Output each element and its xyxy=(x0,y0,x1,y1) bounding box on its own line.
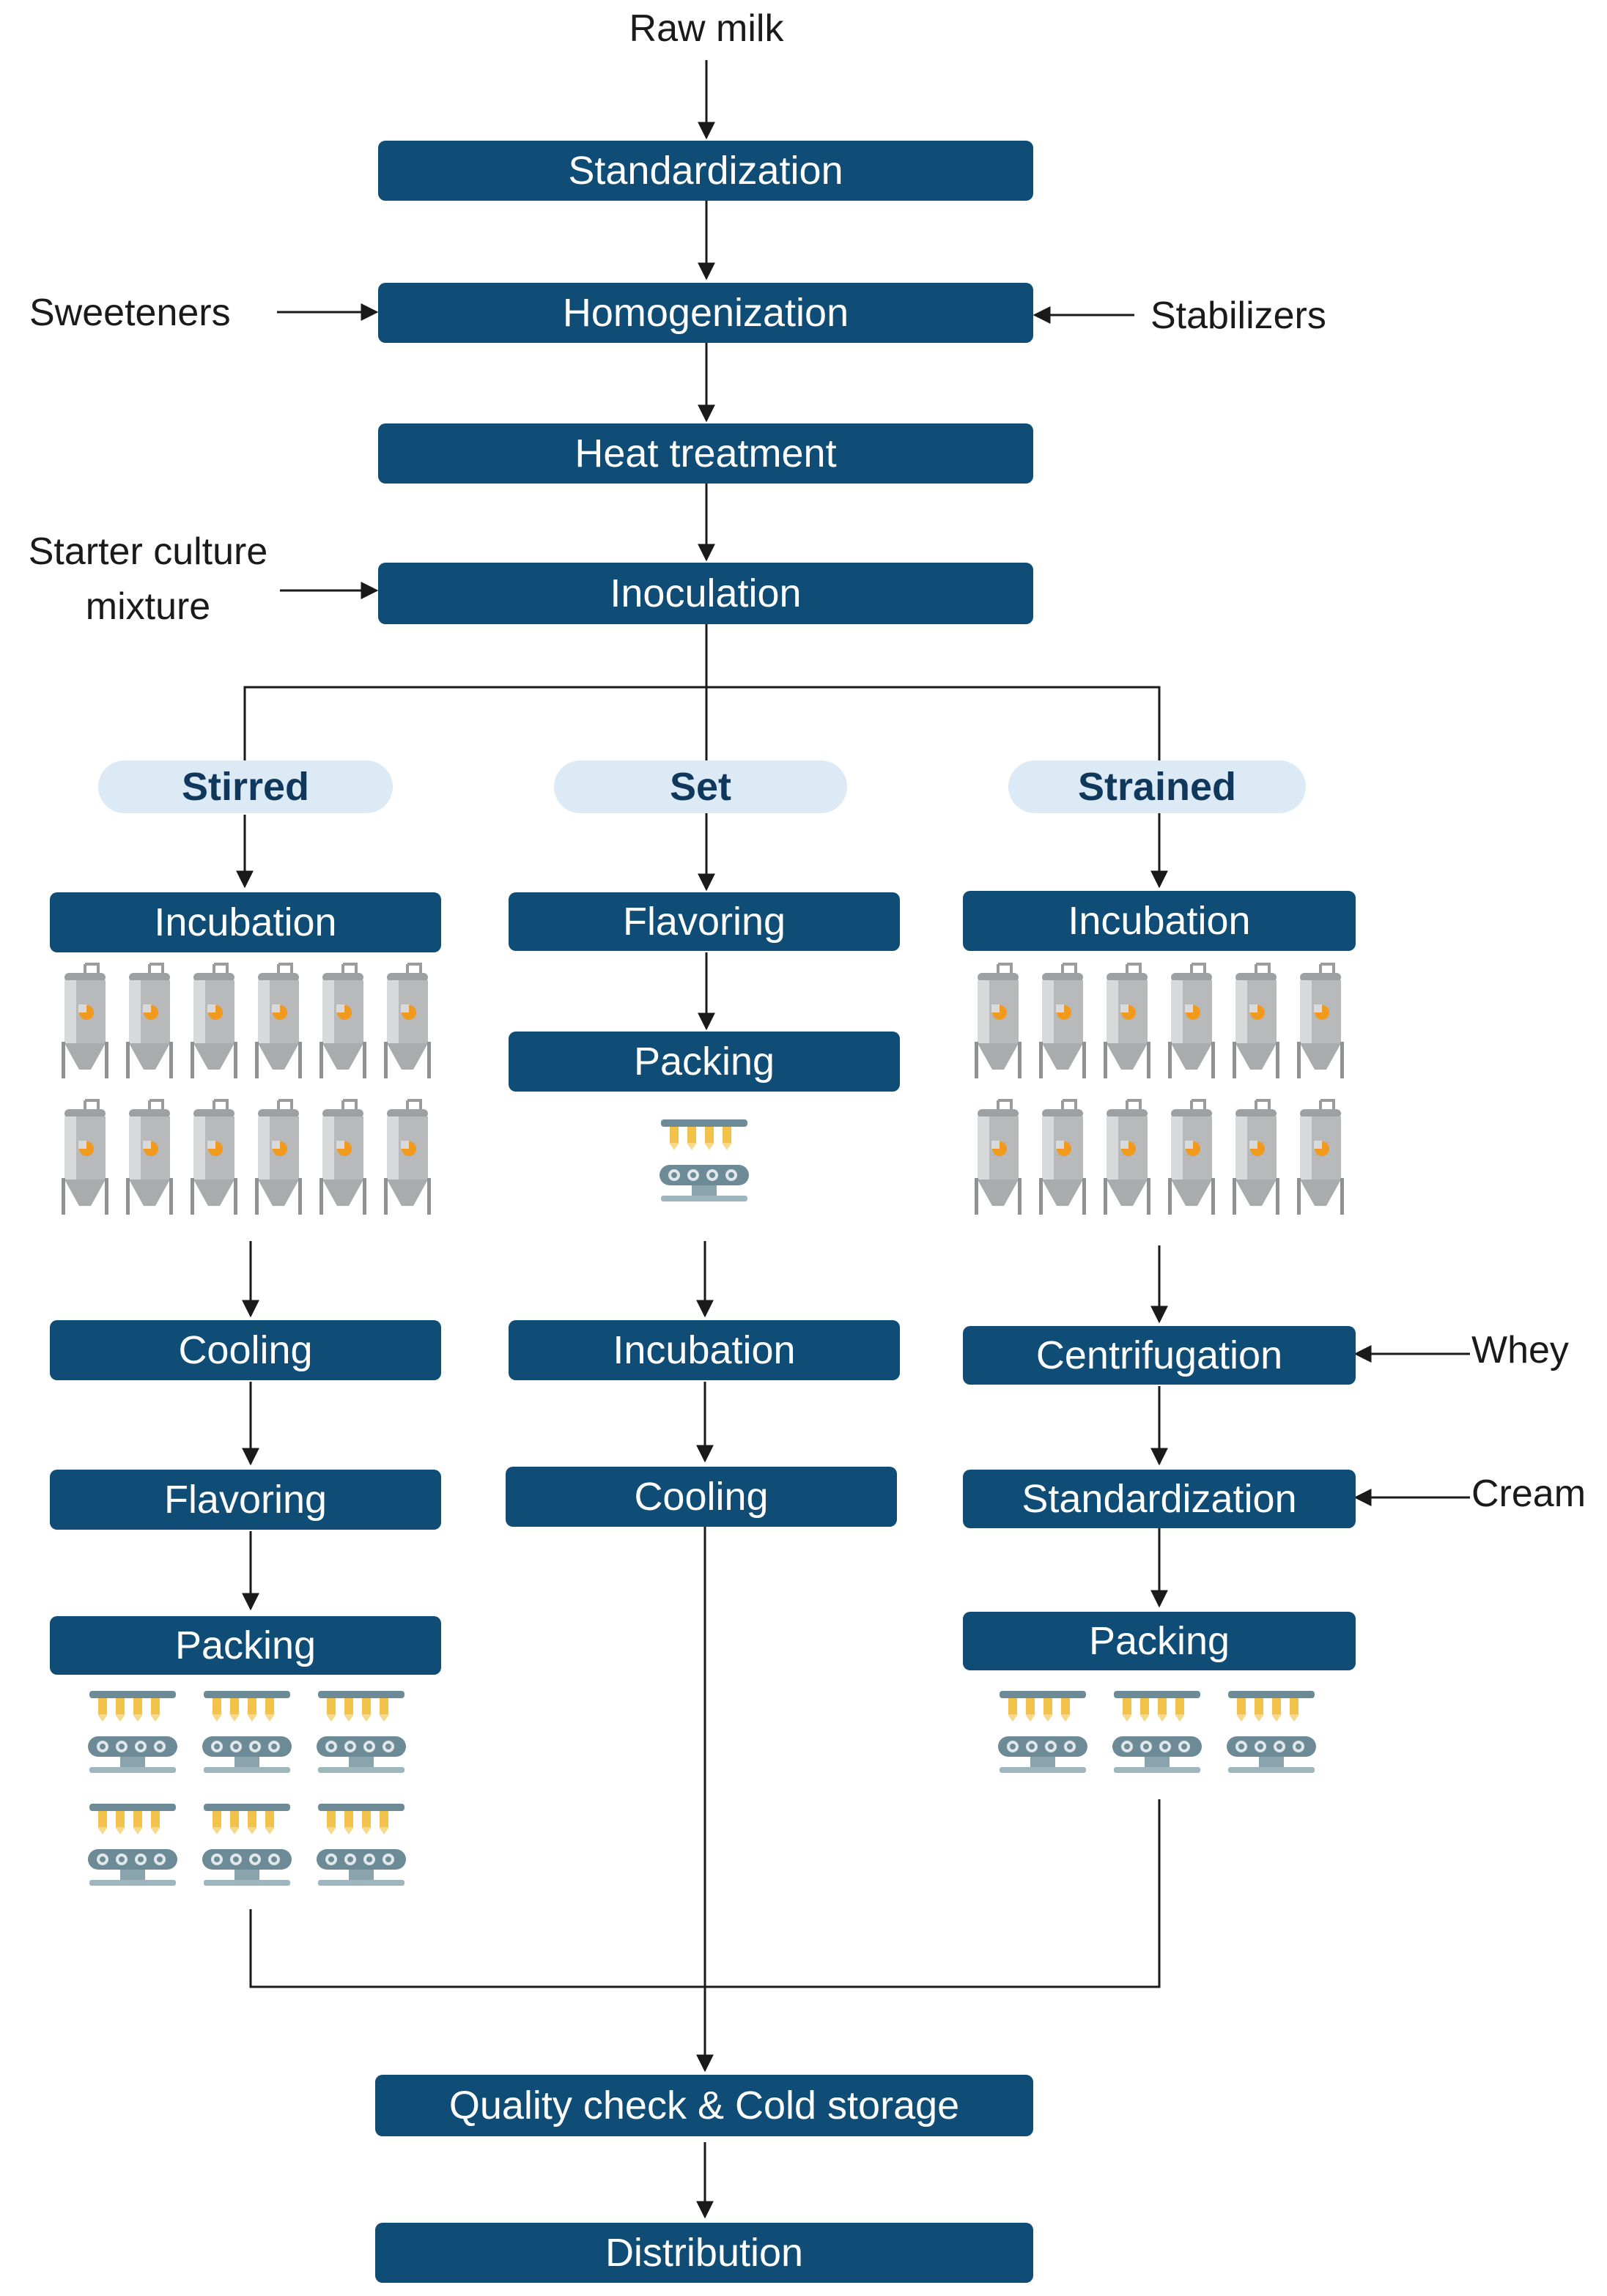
set-cooling-step: Cooling xyxy=(506,1467,897,1527)
quality-check-step: Quality check & Cold storage xyxy=(375,2075,1033,2136)
distribution-step: Distribution xyxy=(375,2223,1033,2283)
strained-standardization-step: Standardization xyxy=(963,1470,1356,1528)
packing-line-icon xyxy=(199,1685,295,1780)
fermentation-tank-icon xyxy=(1294,963,1347,1080)
branch-set: Set xyxy=(554,760,847,813)
packing-line-icon xyxy=(1109,1685,1205,1780)
raw-milk-label: Raw milk xyxy=(629,7,784,50)
stirred-tank-grid xyxy=(59,963,440,1234)
packing-line-icon xyxy=(85,1798,180,1893)
set-incubation-step: Incubation xyxy=(509,1320,900,1380)
fermentation-tank-icon xyxy=(252,1099,305,1216)
fermentation-tank-icon xyxy=(123,963,176,1080)
branch-strained: Strained xyxy=(1008,760,1306,813)
fermentation-tank-icon xyxy=(381,963,434,1080)
sweeteners-label: Sweeteners xyxy=(29,292,231,334)
fermentation-tank-icon xyxy=(1165,1099,1218,1216)
standardization-step: Standardization xyxy=(378,141,1033,201)
set-packing-step: Packing xyxy=(509,1032,900,1092)
packing-line-icon xyxy=(85,1685,180,1780)
strained-centrifugation-step: Centrifugation xyxy=(963,1326,1356,1385)
packing-line-icon xyxy=(314,1798,409,1893)
fermentation-tank-icon xyxy=(188,963,240,1080)
stirred-packing-grid xyxy=(85,1685,422,1897)
fermentation-tank-icon xyxy=(972,1099,1024,1216)
fermentation-tank-icon xyxy=(59,963,111,1080)
branch-stirred: Stirred xyxy=(98,760,393,813)
fermentation-tank-icon xyxy=(1101,963,1153,1080)
stabilizers-label: Stabilizers xyxy=(1150,295,1326,337)
cream-label: Cream xyxy=(1471,1473,1586,1515)
fermentation-tank-icon xyxy=(1165,963,1218,1080)
stirred-cooling-step: Cooling xyxy=(50,1320,441,1380)
strained-packing-grid xyxy=(995,1685,1332,1788)
fermentation-tank-icon xyxy=(1230,963,1282,1080)
set-flavoring-step: Flavoring xyxy=(509,892,900,951)
strained-packing-step: Packing xyxy=(963,1612,1356,1670)
fermentation-tank-icon xyxy=(1101,1099,1153,1216)
packing-line-icon xyxy=(657,1114,752,1209)
homogenization-step: Homogenization xyxy=(378,283,1033,343)
fermentation-tank-icon xyxy=(123,1099,176,1216)
starter-culture-label: Starter culture mixture xyxy=(1,525,295,635)
inoculation-step: Inoculation xyxy=(378,563,1033,624)
packing-line-icon xyxy=(314,1685,409,1780)
fermentation-tank-icon xyxy=(1230,1099,1282,1216)
fermentation-tank-icon xyxy=(317,963,369,1080)
whey-label: Whey xyxy=(1471,1329,1569,1371)
fermentation-tank-icon xyxy=(972,963,1024,1080)
fermentation-tank-icon xyxy=(252,963,305,1080)
starter-culture-line2: mixture xyxy=(85,585,211,629)
fermentation-tank-icon xyxy=(59,1099,111,1216)
packing-line-icon xyxy=(199,1798,295,1893)
packing-line-icon xyxy=(1224,1685,1319,1780)
fermentation-tank-icon xyxy=(1036,1099,1089,1216)
stirred-packing-step: Packing xyxy=(50,1616,441,1675)
fermentation-tank-icon xyxy=(1294,1099,1347,1216)
stirred-incubation-step: Incubation xyxy=(50,892,441,952)
heat-treatment-step: Heat treatment xyxy=(378,423,1033,484)
fermentation-tank-icon xyxy=(188,1099,240,1216)
stirred-flavoring-step: Flavoring xyxy=(50,1470,441,1530)
strained-tank-grid xyxy=(972,963,1353,1234)
fermentation-tank-icon xyxy=(1036,963,1089,1080)
fermentation-tank-icon xyxy=(381,1099,434,1216)
starter-culture-line1: Starter culture xyxy=(28,530,268,573)
fermentation-tank-icon xyxy=(317,1099,369,1216)
set-packing-grid xyxy=(657,1114,759,1216)
packing-line-icon xyxy=(995,1685,1090,1780)
strained-incubation-step: Incubation xyxy=(963,891,1356,951)
